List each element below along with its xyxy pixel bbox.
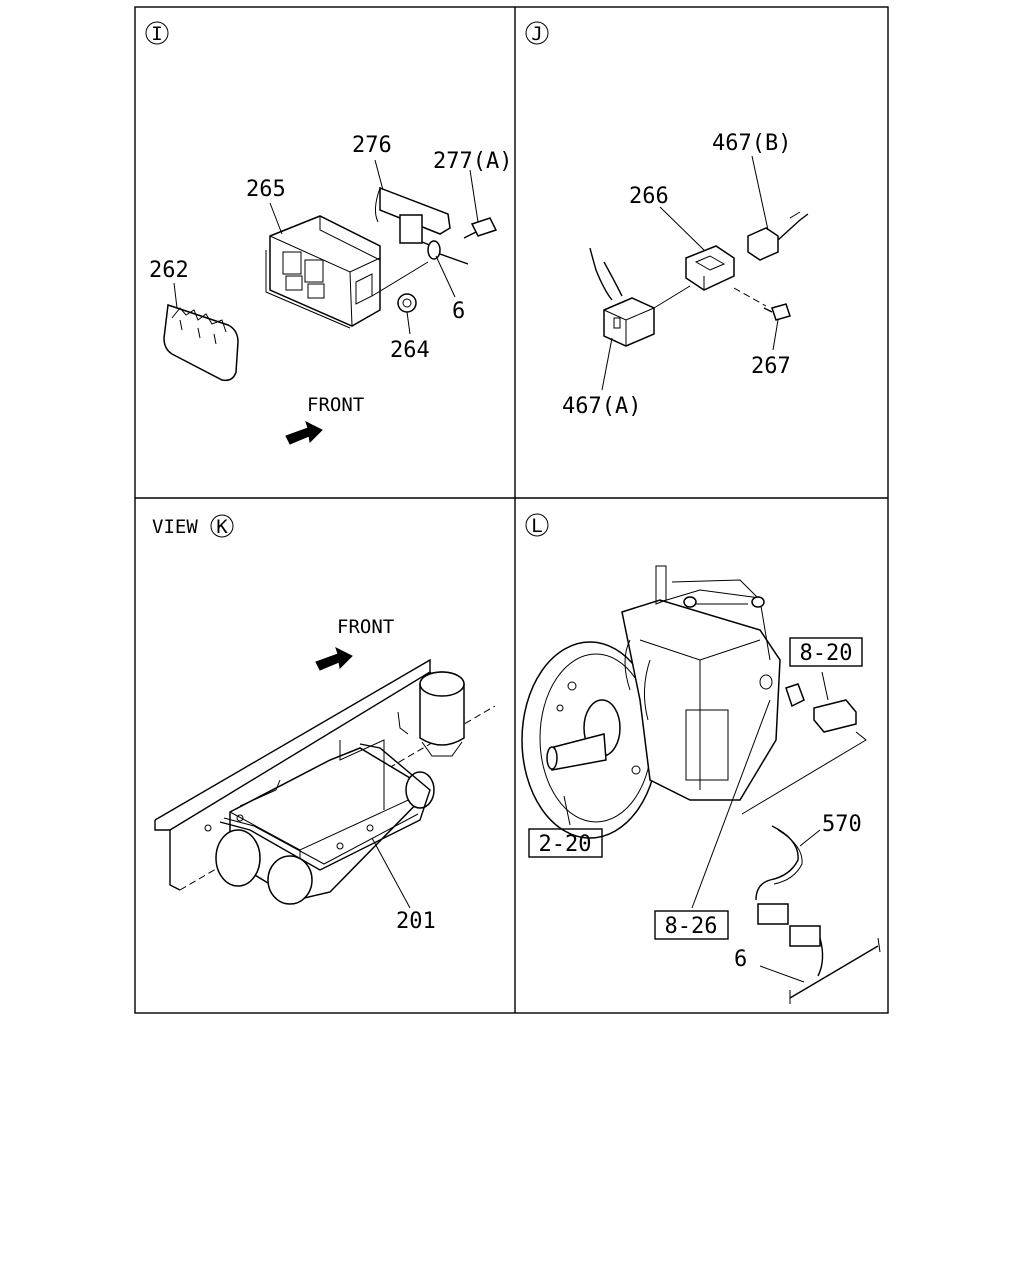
svg-text:I: I — [151, 23, 162, 45]
part-267-bolt — [733, 287, 791, 321]
panel-l-leaders — [563, 699, 821, 983]
panel-l: L — [521, 513, 881, 1004]
label-264: 264 — [390, 338, 430, 363]
panel-frame — [134, 6, 889, 1014]
harness-201 — [204, 711, 431, 871]
part-277a-bolt — [463, 217, 498, 239]
front-label: FRONT — [307, 394, 364, 416]
panel-k: VIEW K FRONT — [152, 514, 496, 934]
label-201: 201 — [396, 909, 436, 934]
panel-i-marker: I — [145, 21, 169, 45]
panel-k-marker: K — [210, 514, 234, 538]
front-label: FRONT — [337, 616, 394, 638]
part-276-harness — [371, 186, 469, 297]
harness-570 — [741, 731, 881, 1004]
panel-j: J — [525, 21, 809, 419]
part-262-plate — [163, 303, 239, 382]
svg-text:2-20: 2-20 — [539, 832, 592, 857]
part-467b-connector — [747, 211, 809, 261]
sensor — [759, 674, 805, 708]
panel-l-marker: L — [525, 513, 549, 537]
panel-i-leaders — [173, 159, 479, 335]
part-264-nut — [397, 293, 417, 313]
part-265-connector — [265, 215, 381, 329]
label-266: 266 — [629, 184, 669, 209]
view-label: VIEW — [152, 516, 198, 538]
label-276: 276 — [352, 133, 392, 158]
flywheel-housing — [521, 641, 659, 839]
leader-201 — [371, 837, 411, 909]
boxed-label-2-20: 2-20 — [528, 828, 603, 858]
panel-i: I — [145, 21, 512, 445]
muffler-body — [215, 739, 435, 905]
label-467a: 467(A) — [562, 394, 641, 419]
transmission-body — [621, 565, 781, 801]
part-467a-connector — [589, 247, 691, 347]
part-266-bracket — [685, 245, 735, 291]
label-467b: 467(B) — [712, 131, 791, 156]
label-265: 265 — [246, 177, 286, 202]
label-267: 267 — [751, 354, 791, 379]
arrow-right-icon — [315, 647, 353, 671]
bracket-8-20 — [813, 671, 857, 733]
svg-text:L: L — [531, 515, 542, 537]
label-262: 262 — [149, 258, 189, 283]
label-570: 570 — [822, 812, 862, 837]
arrow-right-icon — [285, 421, 323, 445]
svg-text:K: K — [216, 516, 228, 538]
label-6: 6 — [452, 299, 465, 324]
svg-text:J: J — [531, 23, 542, 45]
svg-text:8-20: 8-20 — [800, 641, 853, 666]
panel-j-leaders — [601, 155, 779, 391]
boxed-label-8-20: 8-20 — [789, 637, 863, 667]
panel-j-marker: J — [525, 21, 549, 45]
svg-text:8-26: 8-26 — [665, 914, 718, 939]
boxed-label-8-26: 8-26 — [654, 910, 729, 940]
label-277a: 277(A) — [433, 149, 512, 174]
label-6: 6 — [734, 947, 747, 972]
canister — [419, 671, 465, 757]
